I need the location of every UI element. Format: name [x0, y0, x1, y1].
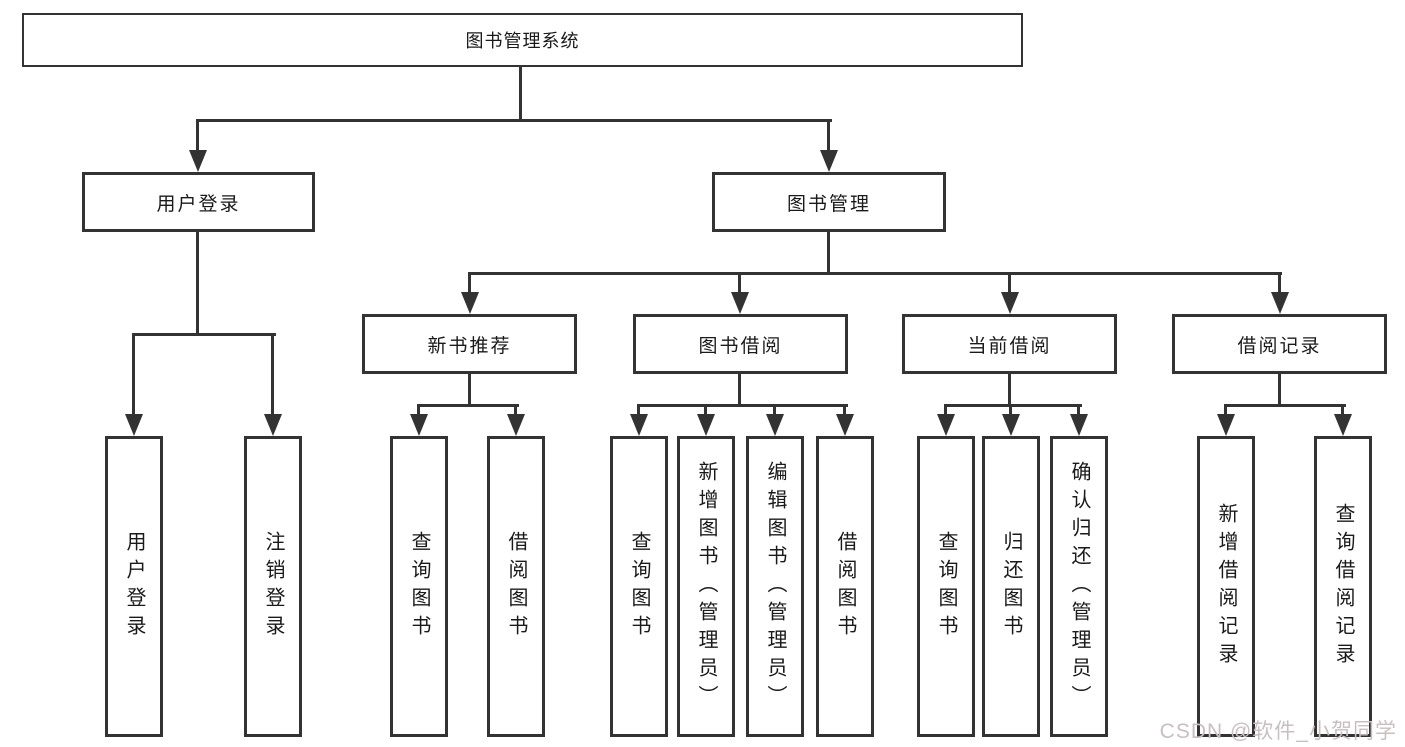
connector-line [827, 119, 830, 152]
arrowhead-down-icon [1070, 414, 1088, 436]
connector-line [1278, 272, 1281, 295]
leaf-query-book-1: 查询图书 [390, 436, 448, 737]
arrowhead-down-icon [1217, 414, 1235, 436]
leaf-borrow-book-2: 借阅图书 [816, 436, 874, 737]
connector-line [132, 333, 276, 336]
arrowhead-down-icon [1271, 292, 1289, 314]
connector-line [1278, 374, 1281, 407]
node-new-book-recommend: 新书推荐 [362, 314, 577, 374]
arrowhead-down-icon [630, 414, 648, 436]
connector-line [196, 119, 832, 122]
node-label: 借阅记录 [1237, 335, 1322, 357]
arrowhead-down-icon [820, 150, 838, 172]
leaf-query-book-3: 查询图书 [917, 436, 975, 737]
leaf-label: 用户登录 [123, 530, 145, 643]
node-label: 新书推荐 [427, 335, 512, 357]
node-label: 当前借阅 [967, 335, 1052, 357]
connector-line [519, 66, 522, 121]
connector-line [1077, 404, 1080, 418]
connector-line [1009, 404, 1012, 418]
node-book-management: 图书管理 [712, 172, 946, 232]
connector-line [271, 333, 274, 416]
arrowhead-down-icon [461, 292, 479, 314]
leaf-user-login: 用户登录 [105, 436, 163, 737]
connector-line [417, 404, 420, 418]
arrowhead-down-icon [731, 292, 749, 314]
connector-line [704, 404, 707, 418]
connector-line [1224, 404, 1227, 418]
leaf-confirm-return-admin: 确认归还（管理员） [1050, 436, 1108, 737]
connector-line [637, 404, 640, 418]
connector-line [1008, 272, 1011, 295]
leaf-logout: 注销登录 [244, 436, 302, 737]
node-book-borrow: 图书借阅 [633, 314, 848, 374]
arrowhead-down-icon [766, 414, 784, 436]
connector-line [827, 232, 830, 275]
arrowhead-down-icon [836, 414, 854, 436]
connector-line [1224, 404, 1346, 407]
leaf-label: 查询图书 [935, 530, 957, 643]
connector-line [738, 374, 741, 407]
arrowhead-down-icon [410, 414, 428, 436]
connector-line [514, 404, 517, 418]
leaf-add-book-admin: 新增图书（管理员） [677, 436, 735, 737]
leaf-label: 查询图书 [408, 530, 430, 643]
csdn-watermark: CSDN @软件_小贺同学 [1159, 720, 1397, 743]
arrowhead-down-icon [1334, 414, 1352, 436]
connector-line [196, 119, 199, 152]
connector-line [417, 404, 519, 407]
connector-line [1008, 374, 1011, 407]
connector-line [468, 374, 471, 407]
arrowhead-down-icon [937, 414, 955, 436]
connector-line [738, 272, 741, 295]
leaf-label: 新增借阅记录 [1215, 502, 1237, 671]
connector-line [468, 272, 1282, 275]
arrowhead-down-icon [125, 414, 143, 436]
leaf-label: 编辑图书（管理员） [764, 460, 786, 713]
arrowhead-down-icon [507, 414, 525, 436]
connector-line [944, 404, 1082, 407]
leaf-label: 新增图书（管理员） [695, 460, 717, 713]
leaf-query-book-2: 查询图书 [610, 436, 668, 737]
arrowhead-down-icon [264, 414, 282, 436]
connector-line [944, 404, 947, 418]
node-current-borrow: 当前借阅 [902, 314, 1117, 374]
leaf-label: 确认归还（管理员） [1068, 460, 1090, 713]
leaf-add-borrow-record: 新增借阅记录 [1197, 436, 1255, 737]
leaf-borrow-book-1: 借阅图书 [487, 436, 545, 737]
connector-line [1341, 404, 1344, 418]
node-label: 图书借阅 [698, 335, 783, 357]
leaf-label: 注销登录 [262, 530, 284, 643]
arrowhead-down-icon [1002, 414, 1020, 436]
node-label: 图书管理系统 [465, 31, 580, 51]
connector-line [468, 272, 471, 295]
node-label: 图书管理 [786, 193, 871, 215]
arrowhead-down-icon [189, 150, 207, 172]
arrowhead-down-icon [1001, 292, 1019, 314]
node-root-system: 图书管理系统 [22, 13, 1023, 67]
arrowhead-down-icon [697, 414, 715, 436]
leaf-return-book: 归还图书 [982, 436, 1040, 737]
leaf-label: 查询借阅记录 [1332, 502, 1354, 671]
leaf-label: 借阅图书 [834, 530, 856, 643]
connector-line [637, 404, 848, 407]
connector-line [843, 404, 846, 418]
leaf-query-borrow-record: 查询借阅记录 [1314, 436, 1372, 737]
node-borrow-records: 借阅记录 [1172, 314, 1387, 374]
leaf-label: 查询图书 [628, 530, 650, 643]
leaf-label: 归还图书 [1000, 530, 1022, 643]
leaf-edit-book-admin: 编辑图书（管理员） [746, 436, 804, 737]
connector-line [196, 232, 199, 336]
leaf-label: 借阅图书 [505, 530, 527, 643]
connector-line [773, 404, 776, 418]
connector-line [132, 333, 135, 416]
node-label: 用户登录 [156, 193, 241, 215]
node-user-login: 用户登录 [82, 172, 315, 232]
